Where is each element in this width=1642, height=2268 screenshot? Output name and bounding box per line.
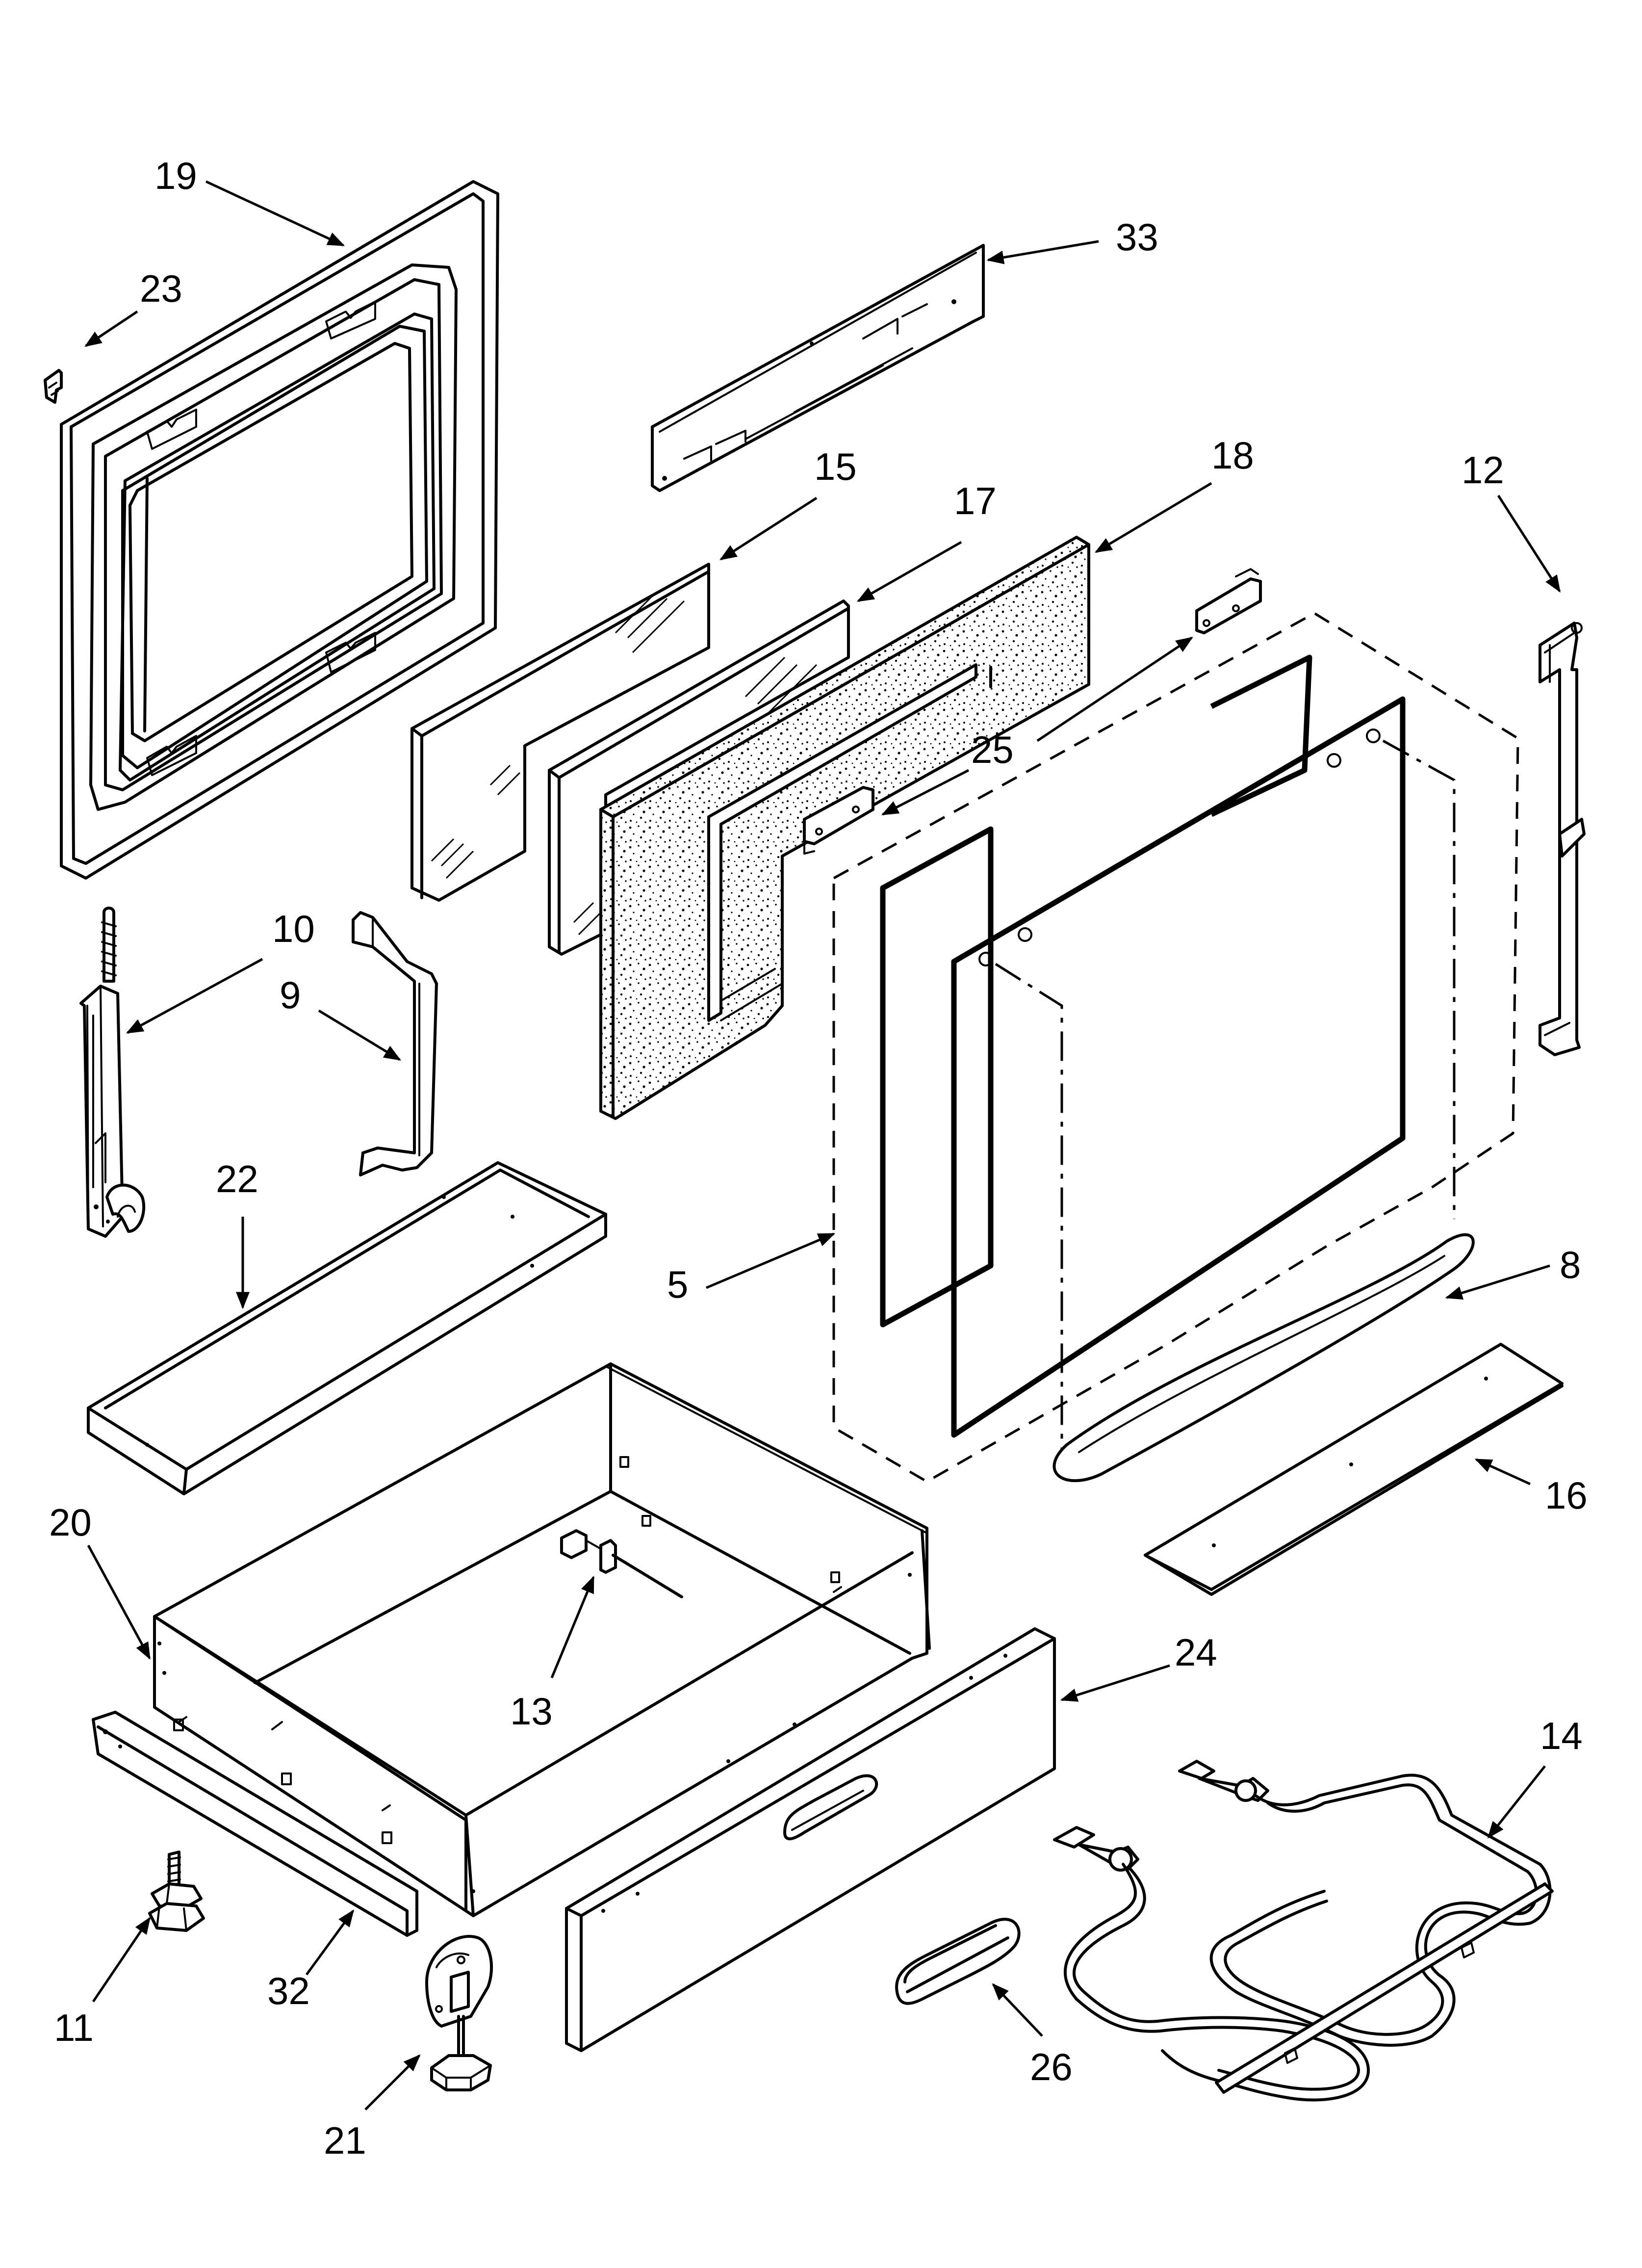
- door-insulation: [599, 536, 1090, 1120]
- leveling-leg: [148, 1851, 205, 1932]
- callout-5: 5: [667, 1263, 688, 1306]
- callout-15: 15: [814, 445, 857, 488]
- right-hinge-arm: [1539, 622, 1586, 1056]
- drawer-front-trim: [92, 1711, 418, 1937]
- anti-tip-bracket: [425, 1935, 493, 2091]
- callout-32: 32: [267, 1969, 310, 2012]
- callout-13: 13: [510, 1690, 553, 1733]
- door-hinge: [79, 907, 146, 1238]
- callout-20: 20: [49, 1501, 92, 1544]
- door-frame-clip: [146, 301, 376, 776]
- vent-panel: [651, 244, 985, 492]
- bottom-trim-strip: [1144, 1343, 1564, 1596]
- callout-22: 22: [216, 1157, 258, 1200]
- temperature-sensor: [560, 1529, 683, 1598]
- bake-element: [1053, 1760, 1554, 2102]
- callout-9: 9: [280, 973, 301, 1017]
- callout-12: 12: [1462, 448, 1504, 492]
- callout-labels: 19 23 33 15 17 18 12 25 10 9 22 5 8 16 2…: [49, 154, 1588, 2162]
- callout-11: 11: [54, 2006, 94, 2049]
- callout-26: 26: [1030, 2045, 1073, 2088]
- drawer-box: [153, 1362, 931, 1917]
- drawer-shelf: [87, 1161, 607, 1495]
- outer-door-frame: [60, 180, 499, 880]
- leader-lines: [84, 180, 1561, 2111]
- door-clip: [44, 369, 63, 404]
- outer-glass-panel: [410, 563, 710, 902]
- callout-14: 14: [1540, 1714, 1583, 1757]
- drawer-handle: [895, 1918, 1021, 2005]
- door-hinge-bracket: [803, 568, 1262, 855]
- callout-19: 19: [154, 154, 197, 197]
- callout-18: 18: [1211, 434, 1254, 477]
- callout-25: 25: [971, 728, 1014, 771]
- callout-33: 33: [1116, 215, 1158, 259]
- callout-21: 21: [324, 2119, 366, 2162]
- callout-16: 16: [1545, 1474, 1588, 1517]
- callout-24: 24: [1175, 1631, 1217, 1674]
- drawer-front-panel: [565, 1627, 1056, 2052]
- callout-17: 17: [954, 479, 997, 522]
- inner-glass-panel: [548, 600, 850, 956]
- callout-10: 10: [272, 907, 315, 950]
- door-handle: [352, 911, 438, 1176]
- callout-8: 8: [1560, 1243, 1581, 1286]
- callout-23: 23: [140, 267, 182, 310]
- door-gasket: [1052, 1233, 1475, 1483]
- door-liner-assembly: [832, 612, 1519, 1483]
